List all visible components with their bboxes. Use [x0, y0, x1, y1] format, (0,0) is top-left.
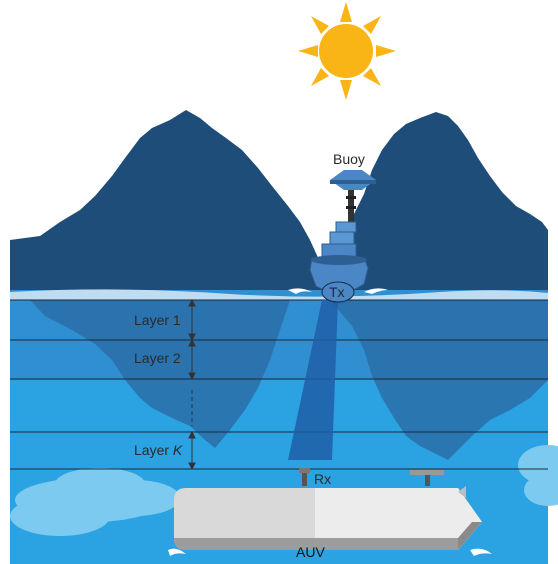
cloud-left — [40, 10, 260, 64]
layer-k-label: Layer K — [134, 442, 183, 458]
sun-icon — [298, 2, 396, 100]
mountain-range — [10, 110, 548, 290]
layer-k-prefix: Layer — [134, 442, 173, 458]
tx-label: Tx — [329, 284, 345, 300]
cloud-right — [485, 44, 558, 103]
mountain-reflection-left — [30, 300, 290, 448]
underwater-cloud-right — [518, 445, 558, 506]
layer-boundaries — [10, 299, 548, 470]
rx-label: Rx — [314, 471, 331, 487]
layer-2-label: Layer 2 — [134, 350, 181, 366]
underwater-cloud-left — [10, 468, 180, 536]
layer-depth-arrows — [188, 298, 196, 471]
buoy-label: Buoy — [333, 151, 365, 167]
water-surface-highlight — [10, 289, 548, 300]
acoustic-beam — [288, 300, 338, 460]
auv-icon — [168, 468, 492, 556]
buoy-icon — [288, 170, 388, 303]
layer-1-label: Layer 1 — [134, 312, 181, 328]
auv-label: AUV — [296, 544, 325, 560]
layer-k-variable: K — [173, 442, 183, 458]
